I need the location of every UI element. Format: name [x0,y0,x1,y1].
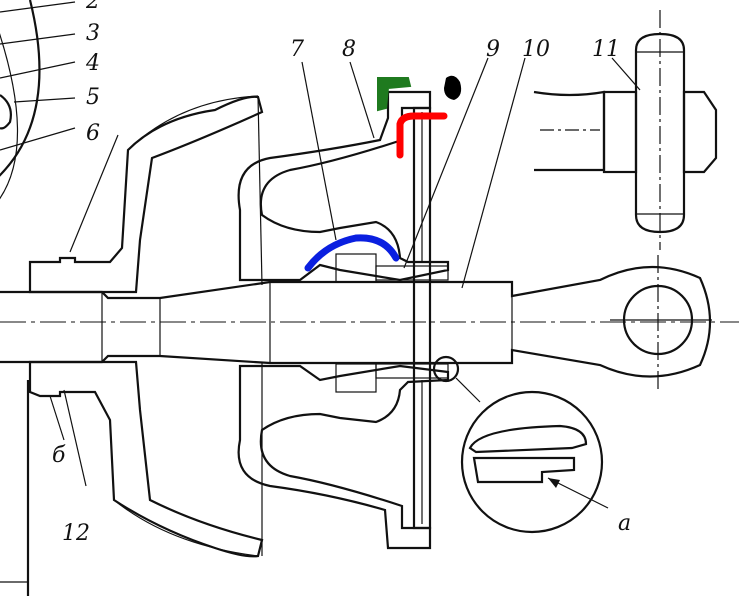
lever-hub-right [682,90,718,174]
detail-a-arrowhead [548,478,560,488]
leader-12 [63,389,87,487]
bushing-upper [375,265,449,281]
seal-insert-upper [335,253,377,283]
leader-2 [0,1,76,13]
label-a: a [618,511,631,536]
seal-insert-lower [335,363,377,393]
detail-a-marker [432,355,460,383]
housing-inner-arc [0,33,19,200]
leader-3 [0,33,76,45]
leader-6 [0,127,76,151]
label-4: 4 [85,51,100,76]
leader-5 [13,97,76,103]
label-3: 3 [86,21,100,46]
detail-a-leader [455,377,481,403]
blue-marker [304,234,400,272]
detail-a-circle [460,390,604,534]
leader-disc-upper [69,134,119,253]
label-8: 8 [342,37,356,62]
leader-b [49,395,65,441]
leader-9 [403,57,489,269]
black-marker [444,75,462,100]
detail-a-boot-lip [468,424,588,454]
label-11: 11 [592,37,620,62]
label-6: 6 [86,121,100,146]
label-b: б [52,443,66,468]
right-plate [412,106,432,530]
boot-lower [237,364,450,550]
left-disc-upper [28,95,264,294]
label-12: 12 [62,521,90,546]
label-2: 2 [85,0,100,14]
label-9: 9 [486,37,500,62]
label-10: 10 [522,37,550,62]
housing-arc-outline [0,0,41,177]
detail-a-bushing [472,456,576,484]
leader-4 [0,61,76,79]
leader-11 [611,57,641,91]
leader-7 [301,61,337,241]
small-detail-part [0,94,12,130]
red-marker [396,112,448,159]
label-7: 7 [290,37,304,62]
leader-8 [349,61,375,139]
green-marker [377,77,412,112]
left-disc-face-top [257,95,263,286]
left-disc-rim-top [127,95,259,151]
leader-10 [461,57,526,289]
boot-upper [237,90,450,282]
bushing-lower [375,363,449,379]
lever-body [533,90,606,172]
left-disc-rim-bottom [113,499,259,557]
shaft-rod [0,265,712,378]
lever-hub-left [602,90,638,174]
label-5: 5 [86,85,100,110]
pin-11 [634,32,686,234]
